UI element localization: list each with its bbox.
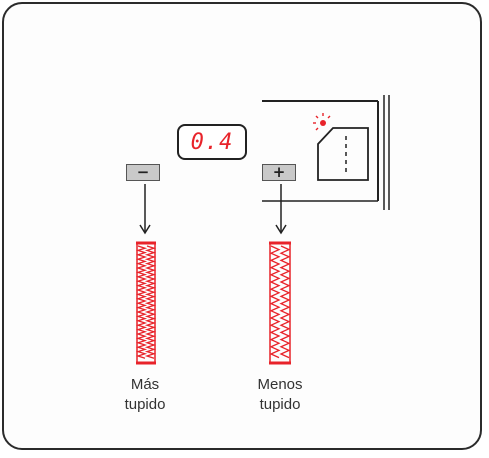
arrow-down-right-icon (275, 184, 287, 235)
less-dense-buttonhole-stitch (269, 241, 291, 365)
plus-symbol: + (272, 163, 286, 181)
minus-symbol: − (136, 163, 150, 181)
dense-buttonhole-stitch (135, 241, 157, 365)
caption-denser: Más tupido (105, 375, 185, 415)
caption-less-dense-line1: Menos (257, 376, 303, 393)
indicator-light-icon (313, 113, 331, 131)
caption-less-dense-line2: tupido (259, 396, 301, 413)
minus-button[interactable]: − (126, 164, 160, 181)
zigzag-stitch (279, 245, 291, 359)
plus-button[interactable]: + (262, 164, 296, 181)
caption-denser-line1: Más (130, 376, 160, 393)
display-value: 0.4 (190, 129, 234, 155)
caption-denser-line2: tupido (124, 396, 166, 413)
zigzag-stitch (135, 245, 148, 359)
arrow-down-left-icon (139, 184, 151, 235)
stitch-density-display: 0.4 (177, 124, 247, 160)
caption-less-dense: Menos tupido (238, 375, 322, 415)
zigzag-stitch (269, 245, 281, 359)
zigzag-stitch (144, 245, 157, 359)
illustration-frame (2, 2, 482, 450)
buttonhole-foot-icon (262, 95, 390, 210)
